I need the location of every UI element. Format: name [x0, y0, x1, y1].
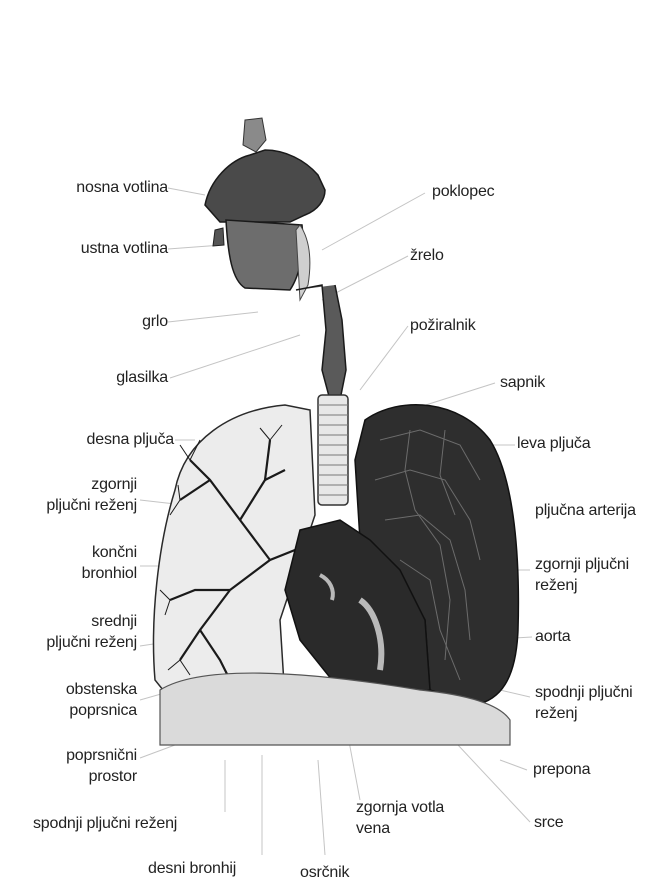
- trachea: [318, 395, 348, 505]
- label-line: poprsnični: [66, 745, 137, 766]
- label-pericardium: osrčnik: [300, 862, 349, 883]
- label-line: zgornja votla: [356, 797, 444, 818]
- label-superior-vena-cava: zgornja votla vena: [356, 797, 444, 839]
- label-right-upper-lobe: zgornji pljučni reženj: [46, 474, 137, 516]
- label-line: reženj: [535, 703, 633, 724]
- label-line: poprsnica: [66, 700, 137, 721]
- label-left-lower-lobe: spodnji pljučni reženj: [535, 682, 633, 724]
- label-aorta: aorta: [535, 626, 570, 647]
- label-line: zgornji pljučni: [535, 554, 629, 575]
- label-parietal-pleura: obstenska poprsnica: [66, 679, 137, 721]
- label-line: pljučni reženj: [46, 632, 137, 653]
- label-line: srednji: [46, 611, 137, 632]
- label-line: vena: [356, 818, 444, 839]
- label-trachea: sapnik: [500, 372, 545, 393]
- label-right-bronchus: desni bronhij: [148, 858, 236, 879]
- label-line: obstenska: [66, 679, 137, 700]
- label-middle-lobe: srednji pljučni reženj: [46, 611, 137, 653]
- label-oral-cavity: ustna votlina: [81, 238, 168, 259]
- label-terminal-bronchiole: končni bronhiol: [82, 542, 137, 584]
- label-line: zgornji: [46, 474, 137, 495]
- label-right-lower-lobe: spodnji pljučni reženj: [33, 813, 177, 834]
- label-line: pljučni reženj: [46, 495, 137, 516]
- label-left-lung: leva pljuča: [517, 433, 590, 454]
- label-pulmonary-artery: pljučna arterija: [535, 500, 636, 521]
- label-throat: grlo: [142, 311, 168, 332]
- label-line: reženj: [535, 575, 629, 596]
- label-pleural-space: poprsnični prostor: [66, 745, 137, 787]
- label-heart: srce: [534, 812, 563, 833]
- label-right-lung: desna pljuča: [87, 429, 174, 450]
- label-esophagus: požiralnik: [410, 315, 476, 336]
- label-nasal-cavity: nosna votlina: [76, 177, 168, 198]
- label-line: spodnji pljučni: [535, 682, 633, 703]
- label-pharynx: žrelo: [410, 245, 444, 266]
- label-line: bronhiol: [82, 563, 137, 584]
- head-section: [205, 118, 325, 300]
- label-epiglottis: poklopec: [432, 181, 494, 202]
- label-line: končni: [82, 542, 137, 563]
- label-line: prostor: [66, 766, 137, 787]
- label-vocal-cord: glasilka: [116, 367, 168, 388]
- label-diaphragm: prepona: [533, 759, 590, 780]
- label-left-upper-lobe: zgornji pljučni reženj: [535, 554, 629, 596]
